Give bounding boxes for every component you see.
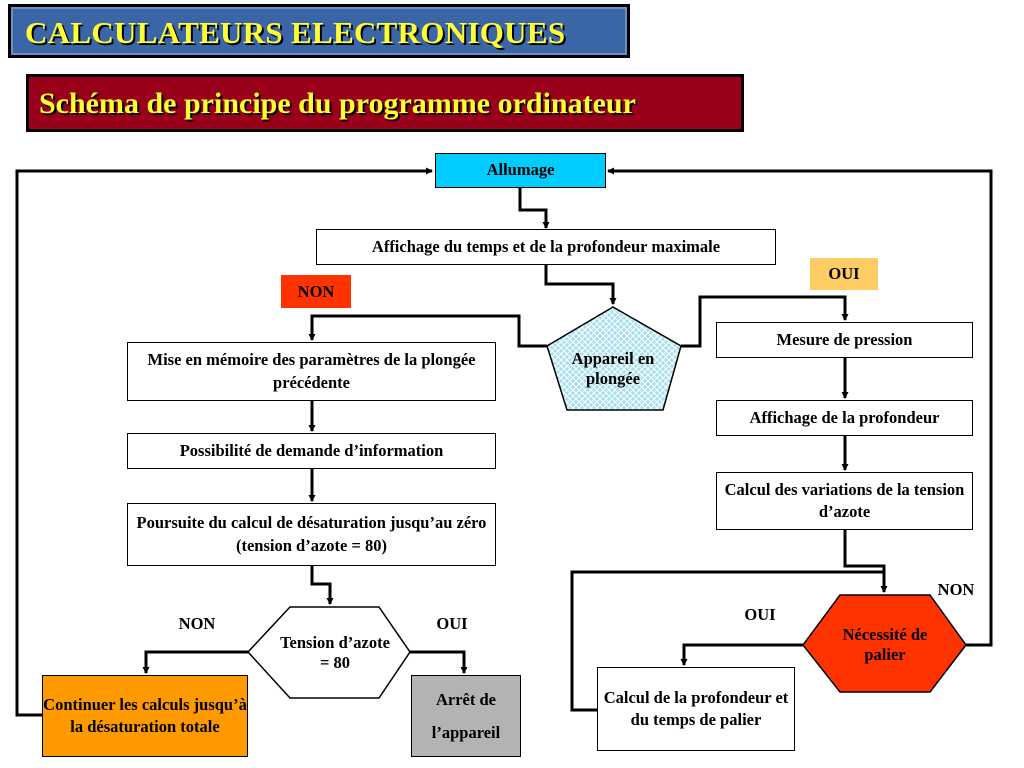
oui-label-tension: OUI <box>425 612 479 636</box>
start-box: Allumage <box>435 153 606 188</box>
link-tension-to-stop <box>410 650 468 674</box>
link-continue-loop <box>15 167 433 717</box>
link-stop-calc-loop <box>570 570 886 712</box>
continue-calc-label: Continuer les calculs jusqu’à la désatur… <box>43 694 247 736</box>
link-device-to-memory <box>308 314 547 348</box>
memory-box: Mise en mémoire des paramètres de la plo… <box>127 342 496 401</box>
oui-label-tension-text: OUI <box>436 614 468 633</box>
start-label: Allumage <box>486 160 555 180</box>
oui-label-stop: OUI <box>735 603 785 627</box>
oui-label-stop-text: OUI <box>744 605 776 624</box>
link-start-to-display <box>518 188 550 229</box>
info-request-label: Possibilité de demande d’information <box>179 440 444 460</box>
depth-display-box: Affichage de la profondeur <box>716 400 973 436</box>
stop-calc-label: Calcul de la profondeur et du temps de p… <box>603 687 789 729</box>
continue-calc-box: Continuer les calculs jusqu’à la désatur… <box>42 675 248 757</box>
nitrogen-calc-label: Calcul des variations de la tension d’az… <box>724 479 965 521</box>
non-label-stop-text: NON <box>937 580 975 599</box>
link-desat-to-tension <box>310 566 334 605</box>
desat-calc-box: Poursuite du calcul de désaturation jusq… <box>127 503 496 566</box>
tension-check-label: Tension d’azote = 80 <box>280 633 390 672</box>
non-tag-dive: NON <box>281 275 351 308</box>
non-label-stop: NON <box>929 578 983 602</box>
oui-tag-dive-text: OUI <box>828 264 860 283</box>
stop-calc-box: Calcul de la profondeur et du temps de p… <box>597 667 795 751</box>
main-title-banner: CALCULATEURS ELECTRONIQUES <box>8 4 630 58</box>
desat-calc-label: Poursuite du calcul de désaturation jusq… <box>136 513 487 555</box>
stop-device-label: Arrêt de l’appareil <box>431 690 501 742</box>
non-label-tension: NON <box>170 612 224 636</box>
depth-display-label: Affichage de la profondeur <box>749 407 940 427</box>
subtitle: Schéma de principe du programme ordinate… <box>39 87 636 120</box>
device-in-dive-pentagon <box>546 306 682 411</box>
memory-label: Mise en mémoire des paramètres de la plo… <box>147 350 476 392</box>
non-label-tension-text: NON <box>178 614 216 633</box>
nitrogen-calc-box: Calcul des variations de la tension d’az… <box>716 472 973 530</box>
pressure-label: Mesure de pression <box>776 329 913 349</box>
subtitle-banner: Schéma de principe du programme ordinate… <box>26 74 744 132</box>
pressure-box: Mesure de pression <box>716 322 973 358</box>
device-in-dive-label: Appareil en plongée <box>571 349 655 388</box>
stop-device-box: Arrêt de l’appareil <box>411 675 521 757</box>
link-display-to-device <box>544 265 617 305</box>
link-nitrogen-to-stop-needed <box>843 530 888 593</box>
link-tension-to-continue <box>142 650 248 674</box>
display-max-label: Affichage du temps et de la profondeur m… <box>371 236 721 256</box>
non-tag-dive-text: NON <box>297 281 335 301</box>
main-title: CALCULATEURS ELECTRONIQUES <box>25 15 566 50</box>
display-max-box: Affichage du temps et de la profondeur m… <box>316 229 776 265</box>
info-request-box: Possibilité de demande d’information <box>127 433 496 469</box>
link-device-to-pressure <box>681 295 849 348</box>
oui-tag-dive: OUI <box>810 258 878 290</box>
link-stop-needed-to-stop-calc <box>680 643 803 666</box>
link-stop-needed-non-loop <box>607 167 993 647</box>
stop-needed-label: Nécessité de palier <box>842 625 928 664</box>
